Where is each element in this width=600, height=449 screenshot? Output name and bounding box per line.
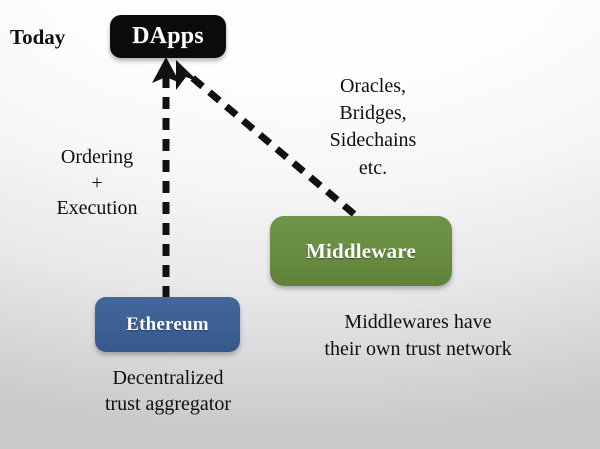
node-dapps[interactable]: DApps xyxy=(110,15,226,58)
annotation-ethereum-caption: Decentralized trust aggregator xyxy=(104,367,232,416)
connector-middleware-to-dapps xyxy=(176,60,357,217)
node-dapps-label: DApps xyxy=(132,23,204,49)
connector-ethereum-to-dapps xyxy=(152,57,180,298)
node-ethereum[interactable]: Ethereum xyxy=(95,297,240,352)
node-middleware[interactable]: Middleware xyxy=(270,216,452,286)
arrowhead-up-vertical xyxy=(152,57,180,83)
annotation-ordering-execution: Ordering + Execution xyxy=(56,146,138,220)
annotation-middleware-kinds: Oracles, Bridges, Sidechains etc. xyxy=(329,75,417,179)
arrowhead-up-diagonal xyxy=(176,60,199,90)
annotation-middleware-caption: Middlewares have their own trust network xyxy=(324,311,512,360)
dashed-line-diagonal xyxy=(186,72,357,217)
era-label: Today xyxy=(10,25,66,49)
node-ethereum-label: Ethereum xyxy=(126,313,209,335)
node-middleware-label: Middleware xyxy=(305,238,417,263)
